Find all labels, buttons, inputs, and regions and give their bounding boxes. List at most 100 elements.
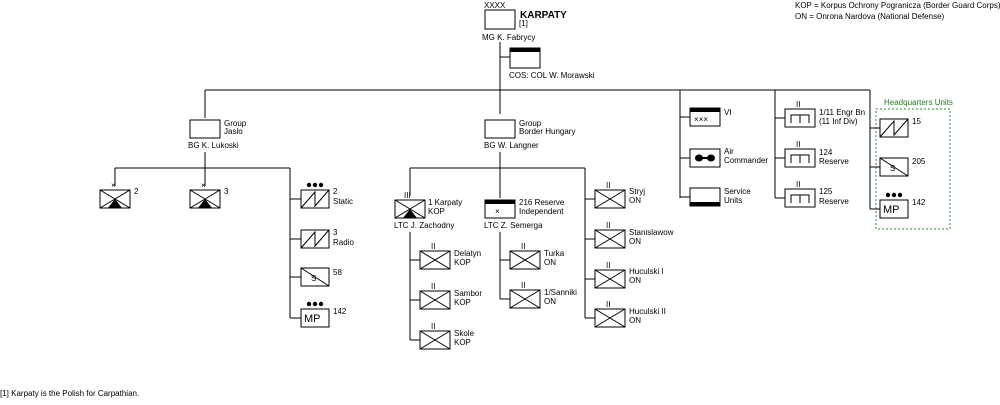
- svg-text:II: II: [606, 300, 610, 309]
- stanislawow-line2: ON: [629, 237, 641, 246]
- stryj-on-battalion: II Stryj ON: [594, 181, 645, 209]
- svg-text:×××: ×××: [694, 115, 708, 124]
- huculski2-line1: Huculski II: [629, 307, 666, 316]
- vi-corps-unit: ××× VI: [689, 107, 732, 127]
- skole-kop-battalion: II Skole KOP: [419, 322, 475, 350]
- svg-text:II: II: [796, 180, 800, 189]
- engr2-line1: 124: [819, 148, 833, 157]
- engineer-battalion-125: II 125 Reserve: [784, 180, 849, 208]
- group-jaslo-name1: Group: [224, 119, 247, 128]
- group-hungary-commander: BG W. Langner: [484, 141, 539, 150]
- karpaty-1-line2: KOP: [428, 207, 445, 216]
- signal-radio-unit: 3 Radio: [300, 228, 354, 249]
- army-echelon: XXXX: [484, 1, 506, 10]
- stanislawow-on-battalion: II Stanislawow ON: [594, 221, 674, 249]
- unit-2-label: 2: [134, 187, 139, 196]
- hq-signal-15: 15: [879, 117, 921, 138]
- hq-205-label: 205: [912, 157, 926, 166]
- huculski1-line2: ON: [629, 276, 641, 285]
- supply-58-letter: S: [311, 274, 316, 283]
- army-commander: MG K. Fabrycy: [482, 33, 535, 42]
- huculski-2-on-battalion: II Huculski II ON: [594, 300, 666, 328]
- hq-supply-205: S 205: [879, 157, 926, 177]
- hq-205-letter: S: [890, 164, 895, 173]
- cos-staff-bar: [510, 48, 540, 52]
- supply-unit-58: S 58: [300, 267, 342, 287]
- sambor-line1: Sambor: [454, 289, 482, 298]
- engineer-battalion-124: II 124 Reserve: [784, 140, 849, 168]
- radio-label: Radio: [333, 238, 354, 247]
- svg-text:II: II: [606, 221, 610, 230]
- army-footnote-ref: [1]: [519, 19, 528, 28]
- reserve-216-line1: 216 Reserve: [519, 198, 565, 207]
- signal-static-unit: 2 Static: [300, 182, 353, 209]
- turka-line2: ON: [544, 258, 556, 267]
- huculski2-line2: ON: [629, 316, 641, 325]
- mp-142-num: 142: [333, 307, 347, 316]
- group-hungary-symbol: [484, 119, 516, 139]
- hq-units-title: Headquarters Units: [884, 98, 953, 107]
- svg-text:II: II: [606, 261, 610, 270]
- supply-58-num: 58: [333, 268, 342, 277]
- karpaty-1-line1: 1 Karpaty: [428, 198, 462, 207]
- reserve-216-line2: Independent: [519, 207, 564, 216]
- vi-label: VI: [724, 108, 732, 117]
- engineer-battalion-1-11: II 1/11 Engr Bn (11 Inf Div): [784, 100, 865, 128]
- group-hungary-name1: Group: [519, 119, 542, 128]
- turka-on-battalion: II Turka ON: [509, 242, 565, 270]
- air-line2: Commander: [724, 156, 768, 165]
- svg-text:II: II: [431, 322, 435, 331]
- unit-3-label: 3: [224, 187, 229, 196]
- sambor-line2: KOP: [454, 298, 471, 307]
- sanniki-line2: ON: [544, 297, 556, 306]
- mp-142-letters: MP: [304, 313, 321, 325]
- karpaty-1-kop-brigade: III 1 Karpaty KOP LTC J. Zachodny: [394, 191, 462, 230]
- delatyn-line1: Delatyn: [454, 249, 481, 258]
- hq-15-label: 15: [912, 117, 921, 126]
- huculski-1-on-battalion: II Huculski I ON: [594, 261, 664, 289]
- legend-on: ON = Onrona Nardova (National Defense): [795, 12, 945, 21]
- svg-text:II: II: [521, 281, 525, 290]
- svg-text:II: II: [521, 242, 525, 251]
- svg-text:II: II: [431, 242, 435, 251]
- military-police-142: MP 142: [300, 301, 347, 328]
- radio-num: 3: [333, 228, 338, 237]
- mountain-division-3: × 3: [189, 181, 229, 209]
- delatyn-kop-battalion: II Delatyn KOP: [419, 242, 481, 270]
- air-line1: Air: [724, 147, 734, 156]
- engr3-line2: Reserve: [819, 197, 849, 206]
- svg-text:×: ×: [201, 181, 206, 190]
- sanniki-on-battalion: II 1/Sanniki ON: [509, 281, 577, 309]
- svg-text:×: ×: [111, 181, 116, 190]
- hq-142-label: 142: [912, 198, 926, 207]
- static-label: Static: [333, 197, 353, 206]
- delatyn-line2: KOP: [454, 258, 471, 267]
- cos-label: COS: COL W. Morawski: [509, 71, 595, 80]
- legend-kop: KOP = Korpus Ochrony Pogranicza (Border …: [795, 1, 1000, 10]
- hq-mp-letters: MP: [883, 204, 900, 216]
- skole-line1: Skole: [454, 329, 475, 338]
- hq-military-police-142: MP 142: [879, 192, 926, 219]
- stanislawow-line1: Stanislawow: [629, 228, 674, 237]
- mountain-division-2: × 2: [99, 181, 139, 209]
- turka-line1: Turka: [544, 249, 565, 258]
- svg-text:II: II: [606, 181, 610, 190]
- group-jaslo-commander: BG K. Lukoski: [188, 141, 239, 150]
- huculski1-line1: Huculski I: [629, 267, 664, 276]
- reserve-216-independent: × 216 Reserve Independent LTC Z. Semerga: [484, 198, 565, 230]
- engr1-line2: (11 Inf Div): [819, 117, 858, 126]
- army-name: KARPATY: [520, 10, 567, 21]
- engr1-line1: 1/11 Engr Bn: [819, 108, 865, 117]
- army-hq-symbol: [484, 9, 516, 30]
- static-num: 2: [333, 187, 338, 196]
- svg-text:III: III: [404, 191, 411, 200]
- karpaty-1-commander: LTC J. Zachodny: [394, 221, 454, 230]
- sanniki-line1: 1/Sanniki: [544, 288, 577, 297]
- hq-units-frame: [875, 108, 951, 230]
- group-jaslo-name2: Jaslo: [224, 127, 243, 136]
- sambor-kop-battalion: II Sambor KOP: [419, 282, 482, 310]
- engr3-line1: 125: [819, 187, 833, 196]
- footnote: [1] Karpaty is the Polish for Carpathian…: [0, 389, 139, 398]
- svg-text:×: ×: [495, 207, 500, 216]
